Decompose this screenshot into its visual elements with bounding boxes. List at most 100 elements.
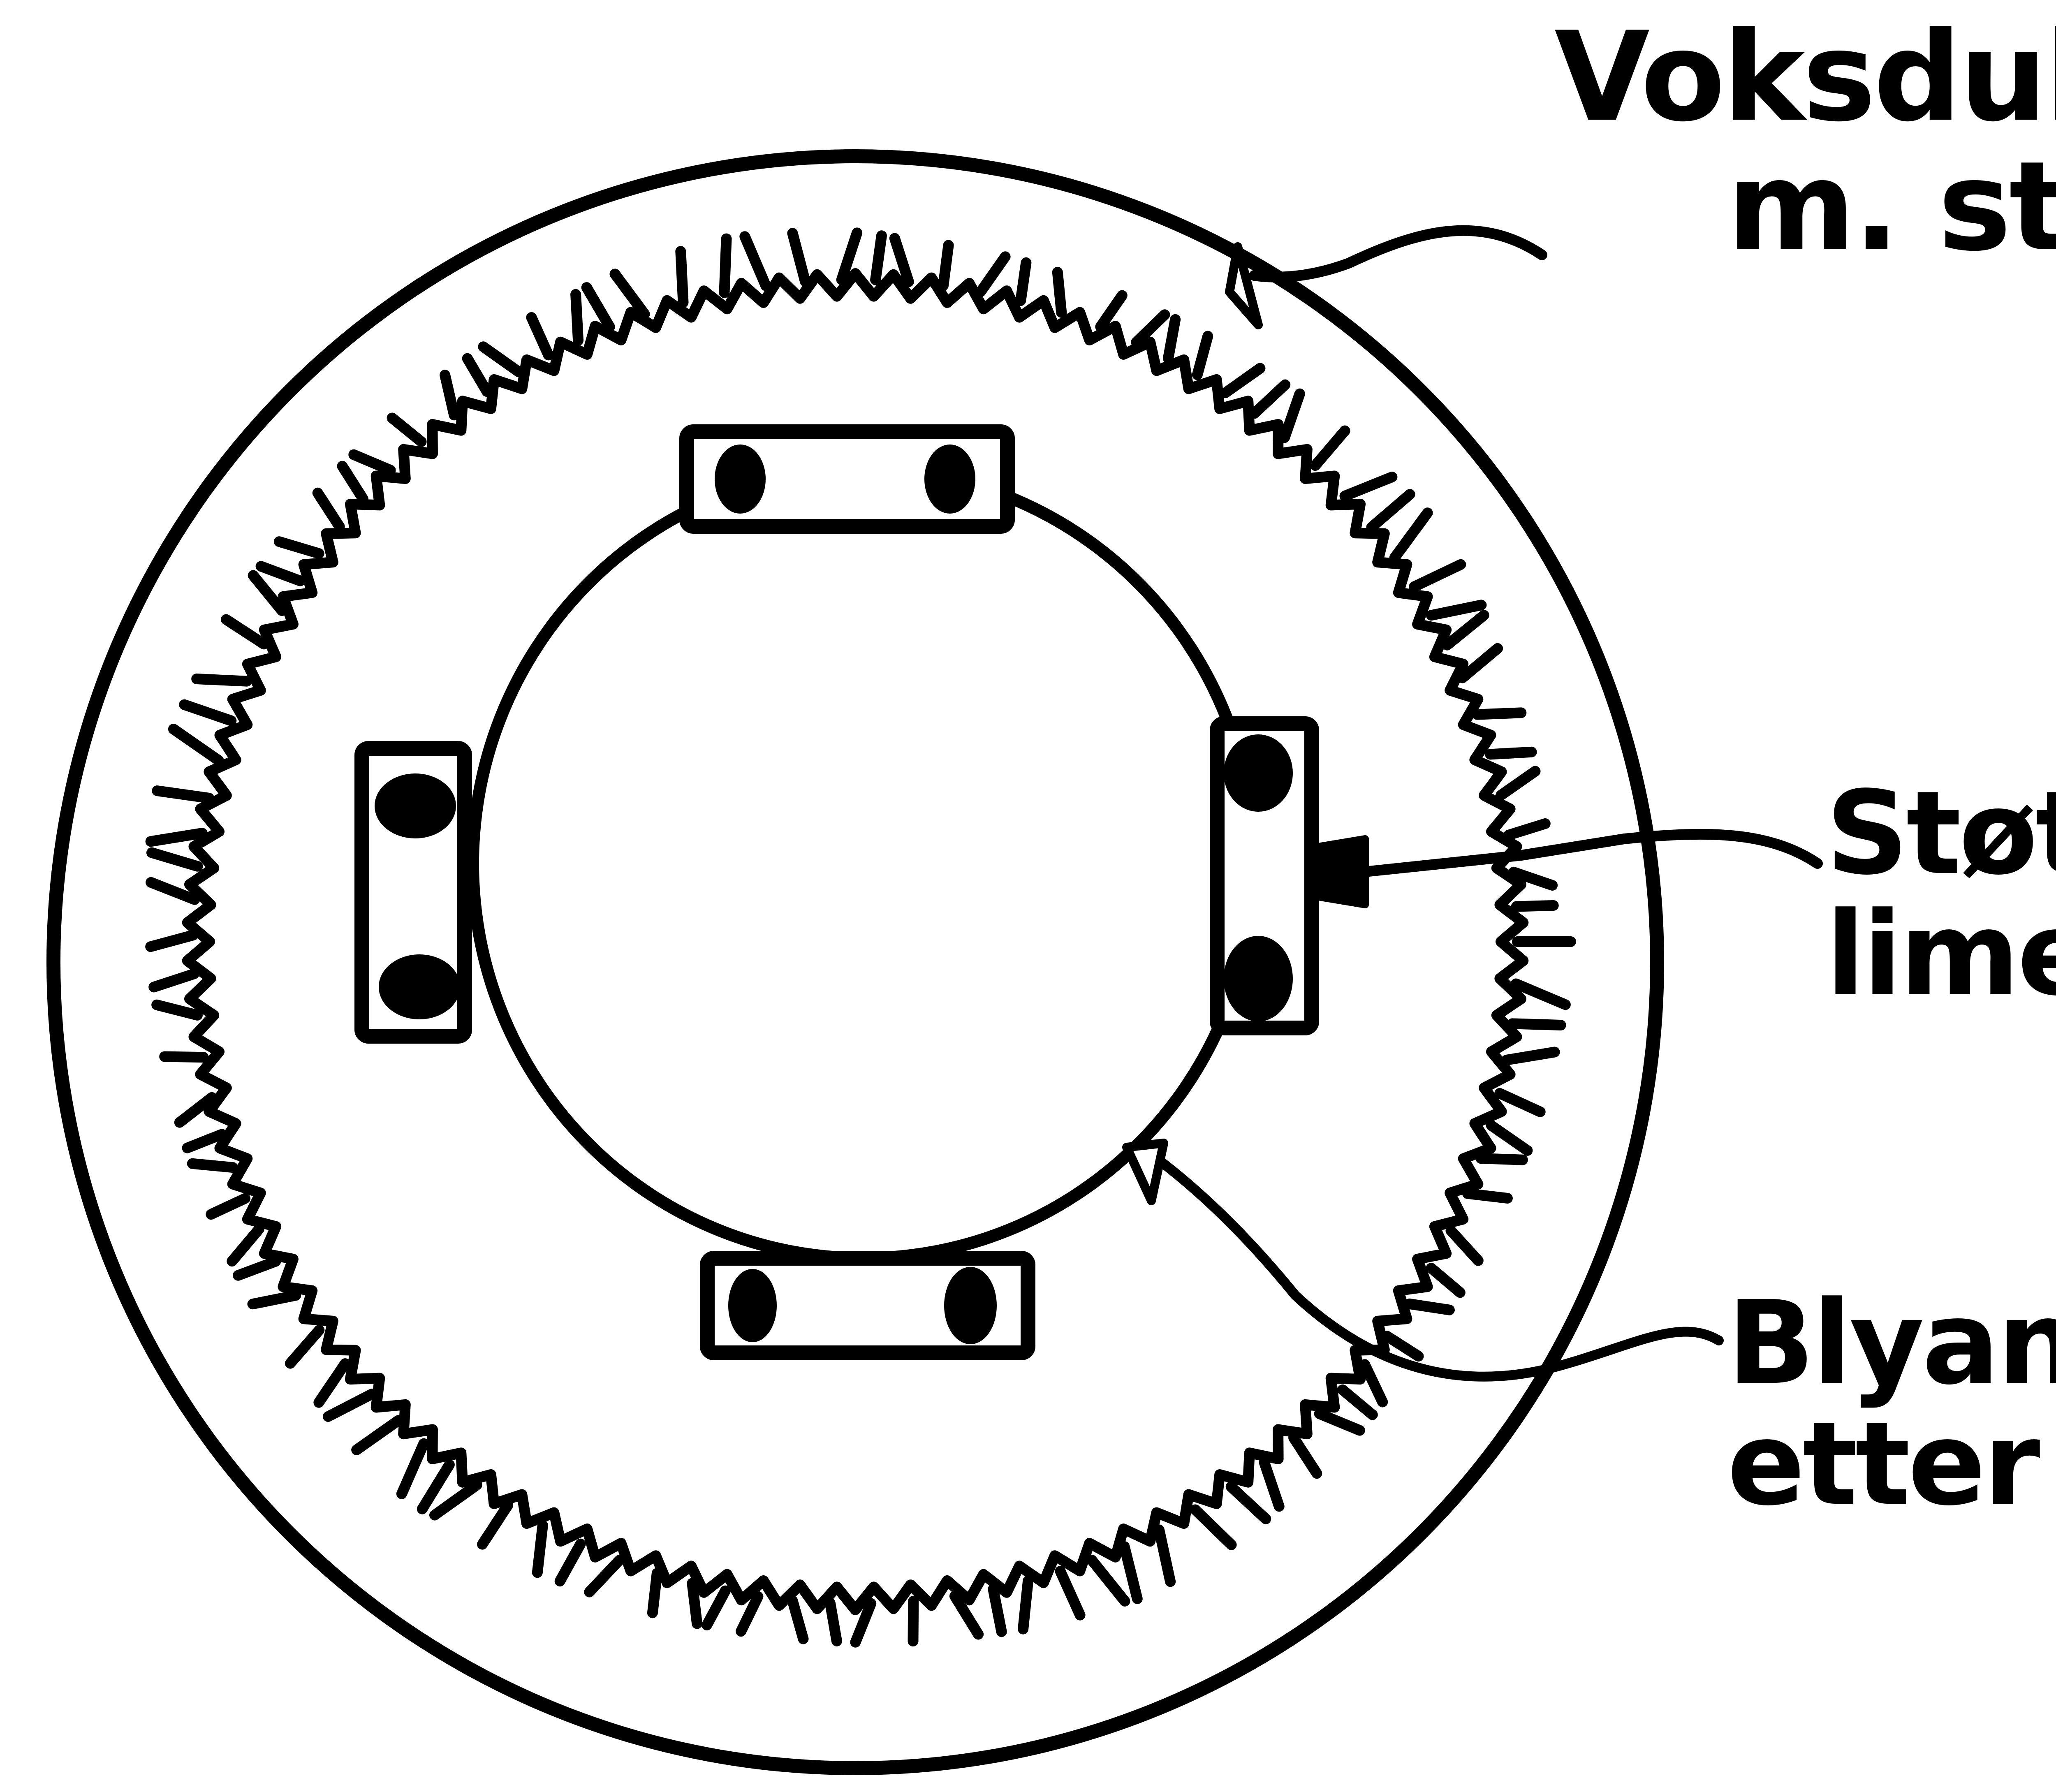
outer-seat-circle	[46, 149, 1664, 1775]
fabric-tuft	[1018, 1575, 1034, 1635]
fabric-tuft	[440, 370, 460, 421]
fabric-tuft	[702, 1585, 731, 1630]
fabric-tuft	[687, 1578, 703, 1629]
fabric-tuft	[1389, 507, 1433, 563]
fabric-tuft	[1485, 746, 1537, 760]
fabric-tuft	[1508, 866, 1558, 891]
screw-icon	[728, 1269, 777, 1342]
fabric-tuft	[152, 785, 215, 803]
fabric-tuft	[1249, 379, 1291, 419]
fabric-tuft	[312, 487, 345, 532]
fabric-tuft	[1190, 1504, 1237, 1550]
fabric-tuft	[387, 412, 427, 447]
fabric-tuft	[478, 341, 524, 377]
label-blyantmerke-line1: Blyantmerke	[1727, 1276, 2056, 1410]
fabric-tuft	[787, 1595, 809, 1644]
fabric-tuft	[417, 1459, 455, 1514]
screw-icon	[1224, 936, 1293, 1021]
fabric-tuft	[429, 1479, 482, 1521]
fabric-tuft	[1131, 309, 1170, 348]
fabric-tuft	[719, 233, 732, 298]
fabric-tuft	[206, 1193, 251, 1220]
fabric-tuft	[1366, 489, 1415, 533]
fabric-tuft	[313, 1358, 351, 1408]
fabric-tuft	[351, 1415, 404, 1455]
fabric-tuft	[1472, 707, 1527, 720]
elastic-gather-line	[182, 268, 1529, 1615]
fabric-tuft	[1192, 331, 1213, 380]
support-block-top	[679, 424, 1015, 534]
fabric-tuft	[1501, 1046, 1560, 1065]
fabric-tuft	[462, 353, 493, 397]
fabric-tuft	[1457, 643, 1503, 683]
fabric-tuft	[1288, 1432, 1322, 1479]
fabric-tuft	[227, 1224, 264, 1267]
fabric-tuft	[1337, 1384, 1378, 1420]
fabric-tuft	[179, 699, 237, 726]
fabric-tuft	[949, 1591, 984, 1640]
oilcloth-elastic-ring	[145, 227, 1576, 1648]
fabric-tuft	[938, 240, 954, 291]
leader-voksduk	[1225, 225, 1547, 329]
fabric-tuft	[1426, 1263, 1466, 1298]
fabric-tuft	[1153, 1524, 1176, 1587]
screw-icon	[379, 954, 460, 1019]
fabric-tuft	[255, 561, 306, 586]
fabric-tuft	[148, 968, 199, 993]
fabric-tuft	[323, 1389, 377, 1422]
label-stotteklosser-line2: limes og skrues	[1826, 887, 2056, 1021]
fabric-tuft	[584, 1555, 625, 1598]
screw-icon	[375, 773, 456, 838]
fabric-tuft	[675, 246, 689, 308]
label-stotteklosser-line1: Støtteklosser	[1826, 766, 2056, 901]
fabric-tuft	[1511, 900, 1559, 912]
fabric-tuft	[1503, 818, 1551, 840]
fabric-tuft	[1015, 257, 1032, 306]
fabric-tuft	[396, 1438, 429, 1499]
fabric-tuft	[908, 1595, 919, 1647]
arrowhead-icon	[1122, 1139, 1168, 1205]
fabric-tuft	[1163, 314, 1181, 364]
fabric-tuft	[1310, 425, 1350, 471]
fabric-tuft	[1486, 1120, 1533, 1156]
label-blyantmerke: Blyantmerke etter understellet	[1727, 1283, 2056, 1525]
screw-icon	[944, 1267, 997, 1344]
fabric-tuft	[187, 1158, 238, 1173]
fabric-tuft	[221, 614, 269, 650]
leader-stotteklosser	[1312, 829, 1823, 908]
fabric-tuft	[348, 449, 396, 476]
fabric-tuft	[1279, 388, 1305, 443]
fabric-tuft	[526, 312, 554, 361]
fabric-tuft	[739, 231, 771, 291]
fabric-tuft	[975, 251, 1011, 297]
fabric-tuft	[647, 1568, 662, 1618]
fabric-tuft	[836, 227, 863, 285]
fabric-tuft	[151, 999, 203, 1021]
label-voksduk: Voksduk m. strikk	[1554, 12, 2056, 271]
fabric-tuft	[146, 877, 200, 905]
support-block-bottom	[700, 1251, 1035, 1360]
label-voksduk-line1: Voksduk	[1554, 5, 2056, 149]
fabric-tuft	[1220, 363, 1266, 398]
fabric-tuft	[1445, 1225, 1484, 1266]
fabric-tuft	[1426, 600, 1487, 621]
fabric-tuft	[1442, 610, 1489, 651]
fabric-tuft	[1095, 290, 1128, 332]
fabric-tuft	[532, 1520, 548, 1578]
fabric-tuft	[182, 1129, 227, 1153]
fabric-tuft	[787, 228, 811, 287]
arrowhead-icon	[1225, 242, 1263, 329]
label-stotteklosser: Støtteklosser limes og skrues	[1826, 773, 2056, 1015]
fabric-tuft	[1409, 559, 1466, 592]
fabric-tuft	[477, 1500, 514, 1550]
fabric-tuft	[247, 1290, 301, 1310]
support-block-right	[1210, 716, 1319, 1035]
fabric-tuft	[337, 461, 368, 505]
screw-icon	[1224, 734, 1293, 812]
fabric-tuft	[1055, 1565, 1086, 1621]
fabric-tuft	[248, 570, 287, 616]
fabric-tuft	[1259, 1457, 1285, 1512]
fabric-tuft	[1359, 1359, 1388, 1408]
fabric-tuft	[285, 1324, 325, 1369]
